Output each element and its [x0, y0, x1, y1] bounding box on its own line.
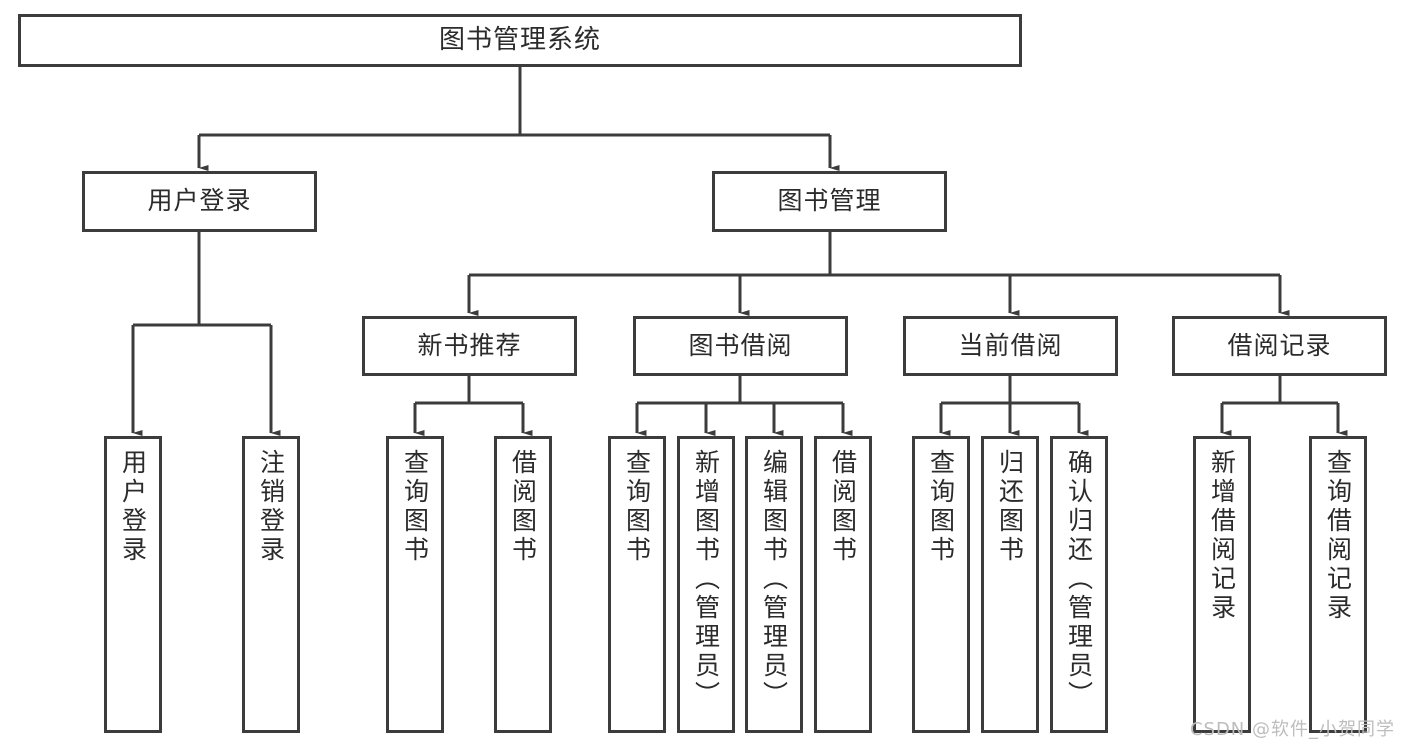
leaf-return-book-label: 归还图书: [995, 449, 1025, 565]
leaf-logout-label: 注销登录: [256, 449, 286, 565]
node-borrow-record[interactable]: 借阅记录: [1172, 316, 1387, 376]
leaf-edit-book-admin-label: 编辑图书（管理员）: [759, 449, 789, 710]
leaf-borrow-book-label: 借阅图书: [828, 449, 858, 565]
node-borrow-record-label: 借阅记录: [1227, 330, 1332, 360]
leaf-user-login[interactable]: 用户登录: [104, 436, 162, 733]
leaf-borrow-book[interactable]: 借阅图书: [814, 436, 872, 733]
node-root[interactable]: 图书管理系统: [18, 14, 1022, 67]
node-root-label: 图书管理系统: [438, 24, 601, 55]
leaf-current-query-book-label: 查询图书: [926, 449, 956, 565]
leaf-borrow-query-book-label: 查询图书: [622, 449, 652, 565]
node-book-management[interactable]: 图书管理: [712, 171, 947, 232]
node-book-management-label: 图书管理: [777, 186, 882, 216]
leaf-query-borrow-record-label: 查询借阅记录: [1323, 449, 1353, 623]
leaf-new-book-borrow[interactable]: 借阅图书: [494, 436, 552, 733]
leaf-current-query-book[interactable]: 查询图书: [912, 436, 970, 733]
leaf-add-book-admin[interactable]: 新增图书（管理员）: [677, 436, 735, 733]
leaf-add-borrow-record-label: 新增借阅记录: [1207, 449, 1237, 623]
node-new-book-recommend-label: 新书推荐: [417, 330, 522, 360]
node-current-borrow-label: 当前借阅: [958, 330, 1063, 360]
leaf-user-login-label: 用户登录: [118, 449, 148, 565]
node-book-borrow[interactable]: 图书借阅: [633, 316, 848, 376]
node-user-login-label: 用户登录: [147, 186, 252, 216]
node-user-login[interactable]: 用户登录: [82, 171, 317, 232]
node-new-book-recommend[interactable]: 新书推荐: [362, 316, 577, 376]
leaf-add-book-admin-label: 新增图书（管理员）: [691, 449, 721, 710]
leaf-new-book-borrow-label: 借阅图书: [508, 449, 538, 565]
leaf-logout[interactable]: 注销登录: [242, 436, 300, 733]
leaf-return-book[interactable]: 归还图书: [981, 436, 1039, 733]
node-book-borrow-label: 图书借阅: [688, 330, 793, 360]
leaf-edit-book-admin[interactable]: 编辑图书（管理员）: [745, 436, 803, 733]
leaf-query-borrow-record[interactable]: 查询借阅记录: [1309, 436, 1367, 733]
leaf-borrow-query-book[interactable]: 查询图书: [608, 436, 666, 733]
leaf-new-book-query[interactable]: 查询图书: [386, 436, 444, 733]
node-current-borrow[interactable]: 当前借阅: [903, 316, 1118, 376]
leaf-confirm-return-admin-label: 确认归还（管理员）: [1064, 449, 1094, 710]
leaf-add-borrow-record[interactable]: 新增借阅记录: [1193, 436, 1251, 733]
leaf-new-book-query-label: 查询图书: [400, 449, 430, 565]
leaf-confirm-return-admin[interactable]: 确认归还（管理员）: [1050, 436, 1108, 733]
